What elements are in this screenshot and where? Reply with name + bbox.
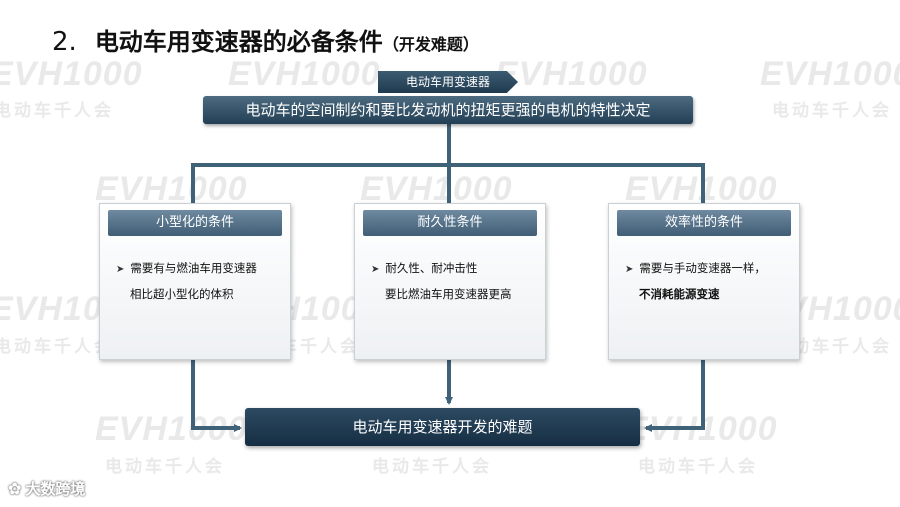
brand-mark: ✿ 大数跨境	[8, 478, 85, 499]
bullet-arrow-icon: ➤	[116, 264, 125, 275]
card-body: ➤ 耐久性、耐冲击性 要比燃油车用变速器更高	[355, 236, 545, 307]
card-efficiency: 效率性的条件 ➤ 需要与手动变速器一样， 不消耗能源变速	[608, 203, 800, 360]
page-title: 2. 电动车用变速器的必备条件（开发难题）	[52, 22, 479, 57]
title-sub: （开发难题）	[382, 35, 479, 54]
watermark-caption: 电动车千人会	[638, 457, 758, 477]
card-heading: 小型化的条件	[108, 210, 282, 236]
top-label-tag: 电动车用变速器	[378, 71, 518, 93]
watermark-logo: EVH1000	[360, 170, 513, 208]
bullet-arrow-icon: ➤	[371, 264, 380, 275]
bullet-arrow-icon: ➤	[625, 264, 634, 275]
watermark-logo: EVH1000	[228, 55, 381, 93]
brand-name: 大数跨境	[25, 480, 86, 498]
card-line: 耐久性、耐冲击性	[385, 261, 478, 275]
watermark-logo: EVH1000	[95, 170, 248, 208]
card-line: 需要有与燃油车用变速器	[130, 261, 257, 275]
result-banner: 电动车用变速器开发的难题	[245, 408, 640, 446]
watermark-caption: 电动车千人会	[105, 457, 225, 477]
watermark-caption: 电动车千人会	[772, 101, 892, 121]
arrow-right-to-result	[644, 358, 705, 432]
card-heading: 效率性的条件	[617, 210, 791, 236]
card-durability: 耐久性条件 ➤ 耐久性、耐冲击性 要比燃油车用变速器更高	[354, 203, 546, 360]
watermark-logo: EVH1000	[760, 55, 900, 93]
card-body: ➤ 需要有与燃油车用变速器 相比超小型化的体积	[100, 236, 290, 307]
card-heading: 耐久性条件	[363, 210, 537, 236]
watermark-caption: 电动车千人会	[372, 457, 492, 477]
arrow-left-to-result	[191, 358, 242, 432]
title-main: 电动车用变速器的必备条件	[94, 28, 383, 56]
card-line: 需要与手动变速器一样，	[639, 261, 766, 275]
card-body: ➤ 需要与手动变速器一样， 不消耗能源变速	[609, 236, 799, 307]
watermark-caption: 电动车千人会	[0, 337, 114, 357]
constraint-banner: 电动车的空间制约和要比发动机的扭矩更强的电机的特性决定	[203, 96, 693, 124]
brand-logo-icon: ✿	[8, 479, 22, 498]
section-number: 2.	[52, 27, 77, 57]
watermark-caption: 电动车千人会	[772, 337, 892, 357]
watermark-caption: 电动车千人会	[0, 101, 114, 121]
card-line: 不消耗能源变速	[639, 287, 720, 301]
watermark-logo: EVH1000	[0, 55, 143, 93]
card-miniaturization: 小型化的条件 ➤ 需要有与燃油车用变速器 相比超小型化的体积	[99, 203, 291, 360]
watermark-logo: EVH1000	[625, 170, 778, 208]
card-line: 相比超小型化的体积	[130, 287, 234, 301]
card-line: 要比燃油车用变速器更高	[385, 287, 512, 301]
watermark-logo: EVH1000	[495, 55, 648, 93]
